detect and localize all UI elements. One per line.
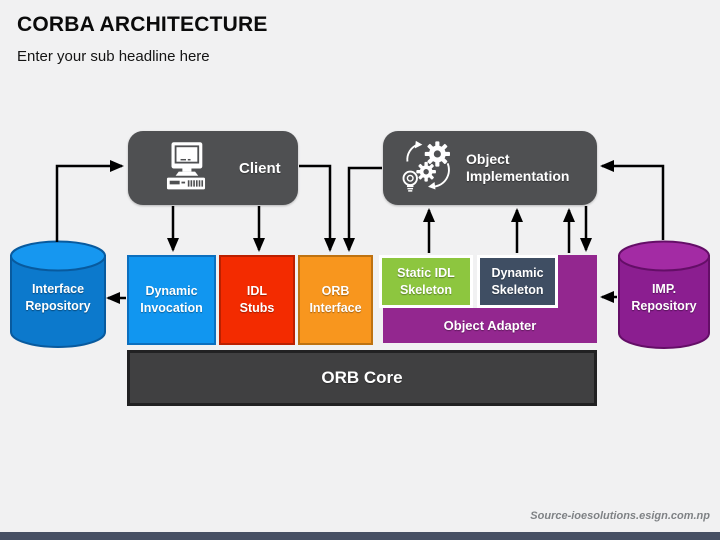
- orb-core-label: ORB Core: [321, 367, 403, 387]
- arrow-object-implementation-to-orb-interface: [343, 166, 382, 252]
- object-implementation-label: Object Implementation: [466, 151, 569, 186]
- node-orb-interface: ORB Interface: [298, 255, 373, 345]
- idl-stubs-line1: IDL: [246, 284, 268, 299]
- desktop-computer-icon: [166, 142, 206, 190]
- object-adapter-column: [558, 255, 597, 311]
- client-label: Client: [239, 159, 281, 177]
- interface-repository-line2: Repository: [25, 298, 91, 313]
- node-object-adapter: Object Adapter: [383, 308, 597, 343]
- orb-interface-line1: ORB: [321, 284, 350, 299]
- imp-repository-cylinder: [618, 240, 710, 349]
- page-title: CORBA ARCHITECTURE: [17, 13, 268, 36]
- node-dynamic-invocation: Dynamic Invocation: [127, 255, 216, 345]
- arrow-interface-repository-to-client: [55, 160, 124, 242]
- dynamic-skeleton-line2: Skeleton: [491, 282, 544, 297]
- interface-repository-line1: Interface: [31, 282, 85, 296]
- footer-bar: [0, 532, 720, 540]
- node-client: Client: [128, 131, 298, 205]
- interface-repository-label: Interface Repository: [8, 281, 108, 315]
- page-subtitle: Enter your sub headline here: [17, 48, 210, 65]
- arrow-imp-repository-to-object-implementation: [600, 160, 665, 240]
- source-credit: Source-ioesolutions.esign.com.np: [530, 510, 710, 522]
- orb-interface-line2: Interface: [309, 301, 362, 315]
- dynamic-invocation-line2: Invocation: [140, 301, 203, 315]
- node-orb-core: ORB Core: [127, 350, 597, 406]
- imp-repository-label: IMP. Repository: [616, 281, 712, 315]
- interface-repository-cylinder: [10, 240, 106, 348]
- node-idl-stubs: IDL Stubs: [219, 255, 295, 345]
- object-implementation-line1: Object: [466, 150, 510, 167]
- node-static-idl-skeleton: Static IDL Skeleton: [379, 255, 473, 308]
- node-dynamic-skeleton: Dynamic Skeleton: [477, 255, 558, 308]
- imp-repository-line2: Repository: [631, 298, 697, 313]
- static-idl-skeleton-line2: Skeleton: [399, 282, 453, 297]
- dynamic-invocation-line1: Dynamic: [145, 284, 198, 299]
- imp-repository-line1: IMP.: [651, 282, 677, 296]
- idl-stubs-line2: Stubs: [239, 301, 275, 315]
- node-object-implementation: Object Implementation: [383, 131, 597, 205]
- static-idl-skeleton-line1: Static IDL: [397, 265, 455, 280]
- gears-lightbulb-icon: [402, 140, 450, 192]
- dynamic-skeleton-line1: Dynamic: [491, 265, 544, 280]
- object-adapter-label: Object Adapter: [443, 317, 537, 333]
- object-implementation-line2: Implementation: [466, 168, 570, 184]
- arrow-client-to-orb-interface: [299, 164, 336, 252]
